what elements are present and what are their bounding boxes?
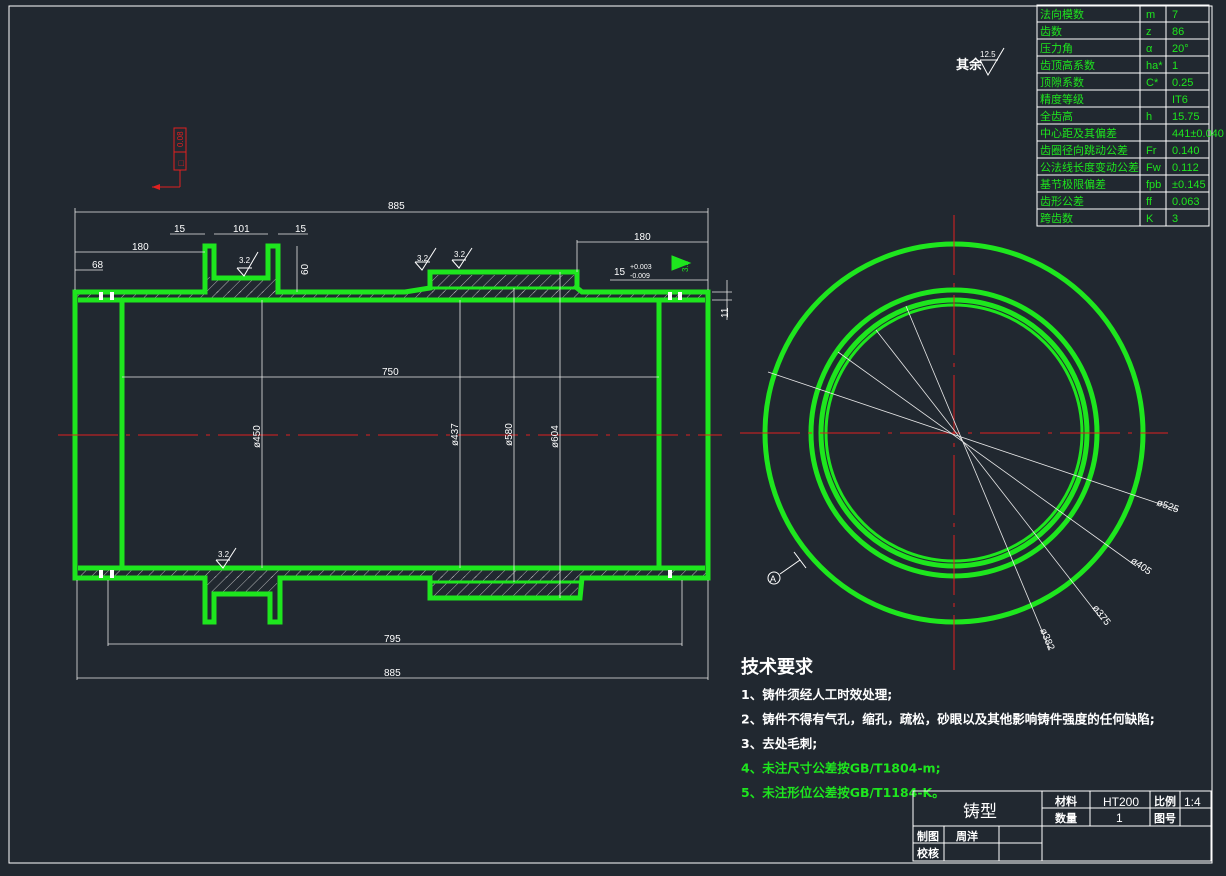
roughness-note-label: 其余	[956, 57, 983, 73]
gear-param-value: 3	[1172, 213, 1178, 225]
material-label: 材料	[1055, 794, 1077, 808]
roughness-3-2-c: 3.2	[454, 250, 466, 259]
tech-title: 技术要求	[741, 656, 814, 678]
gear-param-symbol: ha*	[1146, 60, 1163, 72]
general-roughness-note: 其余 12.5	[956, 47, 1005, 77]
gear-param-symbol: z	[1146, 26, 1152, 38]
gear-param-name: 齿顶高系数	[1040, 58, 1095, 72]
section-view: 885 180 68 15 101 15 60 180 15 +0.003 -0…	[58, 201, 732, 680]
gear-param-name: 顶隙系数	[1040, 75, 1084, 89]
gear-param-symbol: Fr	[1146, 145, 1157, 157]
dim-15a: 15	[174, 224, 186, 235]
gear-param-symbol: h	[1146, 111, 1152, 123]
dim-11: 11	[720, 307, 731, 318]
tech-requirement-item: 1、铸件须经人工时效处理;	[741, 687, 892, 702]
checked-label: 校核	[917, 846, 939, 860]
dim-bore-750: 750	[382, 367, 399, 378]
dim-phi604: ø604	[550, 425, 561, 448]
dim-60: 60	[300, 263, 311, 275]
dim-overall-top: 885	[388, 201, 405, 212]
gear-param-symbol: ff	[1146, 196, 1153, 208]
roughness-3-2-d: 3.2	[218, 550, 230, 559]
drawing-border	[8, 5, 1213, 864]
gear-param-name: 公法线长度变动公差	[1040, 160, 1139, 174]
gear-param-name: 法向模数	[1040, 7, 1084, 21]
gear-param-symbol: C*	[1146, 77, 1159, 89]
gear-param-name: 全齿高	[1040, 109, 1073, 123]
dim-bottom-795: 795	[384, 634, 401, 645]
roughness-note-value: 12.5	[980, 50, 996, 59]
dim-phi450: ø450	[252, 425, 263, 448]
gear-param-value: IT6	[1172, 94, 1188, 106]
gear-param-value: 86	[1172, 26, 1184, 38]
scale-value: 1:4	[1184, 795, 1201, 809]
material-value: HT200	[1103, 795, 1139, 809]
dim-tol-upper: +0.003	[630, 264, 652, 271]
gear-param-name: 压力角	[1040, 42, 1073, 55]
dim-phi382: ø382	[1037, 627, 1056, 653]
drawing-no-label: 图号	[1154, 812, 1176, 825]
gear-param-name: 跨齿数	[1040, 212, 1073, 225]
roughness-3-2-a: 3.2	[239, 256, 251, 265]
gear-param-name: 基节极限偏差	[1040, 177, 1106, 191]
dim-tol-lower: -0.009	[630, 273, 650, 280]
gear-param-symbol: K	[1146, 213, 1154, 225]
gear-param-value: 0.112	[1172, 162, 1199, 174]
gear-param-value: 0.25	[1172, 77, 1193, 89]
gear-param-value: 20°	[1172, 43, 1189, 55]
gear-param-value: ±0.145	[1172, 179, 1206, 191]
qty-value: 1	[1116, 811, 1123, 825]
gear-param-name: 中心距及其偏差	[1040, 126, 1117, 140]
end-view: ø525 ø405 ø375 ø382 A	[740, 215, 1181, 670]
tolerance-symbol: □	[176, 160, 186, 166]
dim-phi405: ø405	[1128, 555, 1153, 577]
dim-phi375: ø375	[1090, 603, 1113, 628]
gear-param-name: 齿数	[1040, 25, 1062, 38]
gear-param-value: 0.140	[1172, 145, 1200, 157]
dim-tol-15: 15	[614, 267, 626, 278]
drawn-label: 制图	[917, 829, 939, 843]
gear-param-value: 441±0.040	[1172, 128, 1224, 140]
dim-left-180: 180	[132, 242, 149, 253]
gear-param-symbol: Fw	[1146, 162, 1161, 174]
part-name: 铸型	[963, 802, 997, 821]
dim-101: 101	[233, 224, 250, 235]
tech-requirement-item: 2、铸件不得有气孔，缩孔，疏松，砂眼以及其他影响铸件强度的任何缺陷;	[741, 712, 1155, 727]
roughness-3-2-b: 3.2	[417, 254, 429, 263]
dim-phi525: ø525	[1155, 497, 1181, 515]
gear-param-name: 精度等级	[1040, 92, 1084, 106]
dim-overall-bottom: 885	[384, 668, 401, 679]
title-block: 铸型 材料 HT200 比例 1:4 数量 1 图号 制图 周洋 校核	[912, 790, 1212, 862]
dim-15b: 15	[295, 224, 307, 235]
drawn-by: 周洋	[956, 829, 978, 843]
dim-left-68: 68	[92, 260, 104, 271]
scale-label: 比例	[1154, 794, 1176, 808]
tolerance-value: 0.08	[176, 131, 185, 147]
qty-label: 数量	[1055, 811, 1077, 825]
dim-right-180: 180	[634, 232, 651, 243]
dim-phi580: ø580	[504, 423, 515, 446]
tech-requirement-item: 4、未注尺寸公差按GB/T1804-m;	[741, 761, 941, 776]
gear-param-name: 齿形公差	[1040, 194, 1084, 208]
gear-param-value: 15.75	[1172, 111, 1200, 123]
tech-requirement-item: 3、去处毛刺;	[741, 736, 817, 751]
gear-param-value: 1	[1172, 60, 1178, 72]
datum-label: A	[770, 574, 776, 584]
technical-requirements: 技术要求 1、铸件须经人工时效处理; 2、铸件不得有气孔，缩孔，疏松，砂眼以及其他…	[741, 656, 1155, 800]
gear-parameter-table: 法向模数 m 7 齿数 z 86 压力角 α 20° 齿顶高系数 ha* 1 顶隙系数 C* 0.25 精度等…	[1036, 4, 1224, 227]
gear-param-name: 齿圈径向跳动公差	[1040, 143, 1128, 157]
gear-param-symbol: fpb	[1146, 179, 1161, 191]
gear-param-symbol: α	[1146, 43, 1153, 55]
geometric-tolerance-frame: 0.08 □	[152, 127, 187, 190]
dim-phi437: ø437	[450, 423, 461, 446]
gear-param-value: 0.063	[1172, 196, 1200, 208]
tech-requirement-item: 5、未注形位公差按GB/T1184-K。	[741, 785, 945, 800]
gear-param-value: 7	[1172, 9, 1178, 21]
gear-param-symbol: m	[1146, 9, 1155, 21]
roughness-3-2-e: 3.2	[681, 260, 690, 272]
